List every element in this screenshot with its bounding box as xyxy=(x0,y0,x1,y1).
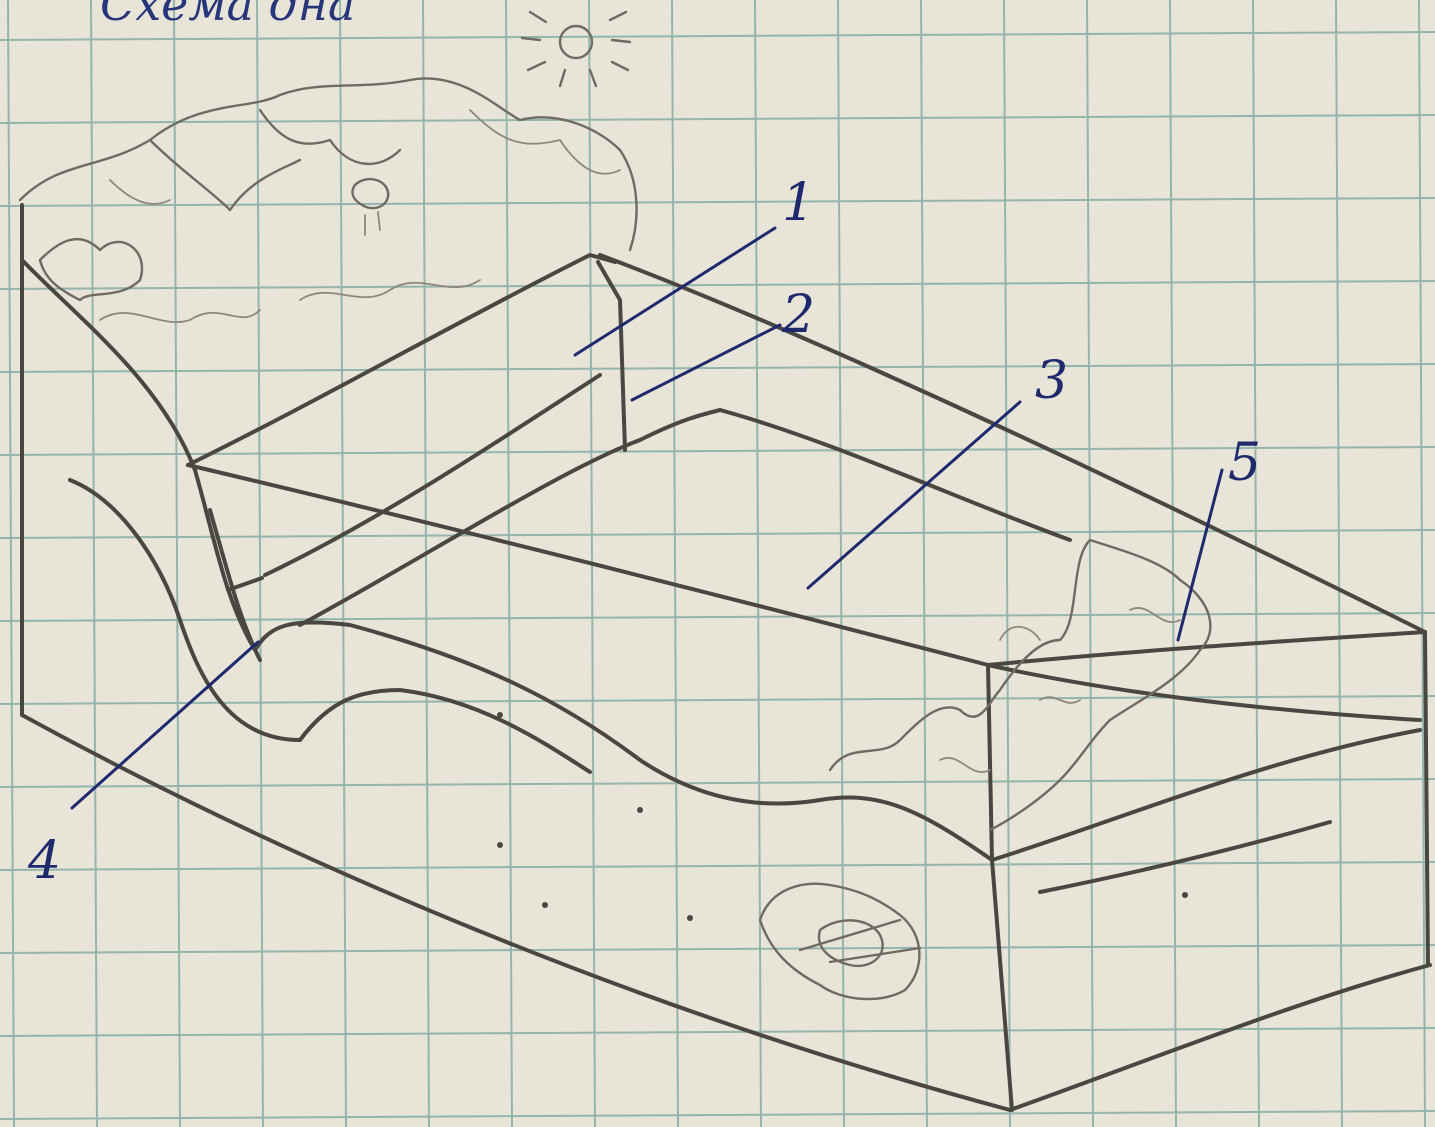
callout-leader-4 xyxy=(72,642,258,808)
callout-label-3: 3 xyxy=(1035,351,1068,411)
grid-line-vertical xyxy=(1004,0,1010,1127)
grid-line-horizontal xyxy=(0,945,1435,953)
grid-line-horizontal xyxy=(0,198,1435,206)
grid-line-vertical xyxy=(174,0,180,1127)
grid-line-horizontal xyxy=(0,613,1435,621)
callout-label-5: 5 xyxy=(1228,433,1261,493)
grid-line-horizontal xyxy=(0,1111,1435,1119)
grid-line-vertical xyxy=(755,0,761,1127)
grid-line-vertical xyxy=(1170,0,1176,1127)
block-diagram-outline xyxy=(22,205,1430,1110)
callout-label-4: 4 xyxy=(27,831,61,891)
handwritten-title: Схема дна xyxy=(100,0,355,31)
grid-line-horizontal xyxy=(0,115,1435,123)
callout-leader-1 xyxy=(575,228,775,355)
grid-line-vertical xyxy=(1419,0,1425,1127)
callout-label-2: 2 xyxy=(781,285,815,345)
grid-line-vertical xyxy=(1253,0,1259,1127)
grid-line-vertical xyxy=(506,0,512,1127)
callout-leaders xyxy=(72,228,1222,808)
callout-label-1: 1 xyxy=(782,173,815,233)
seabed-rock-sketch xyxy=(760,884,920,999)
grid-line-vertical xyxy=(672,0,678,1127)
grid-line-vertical xyxy=(8,0,14,1127)
grid-line-vertical xyxy=(921,0,927,1127)
grid-line-horizontal xyxy=(0,32,1435,40)
grid-line-horizontal xyxy=(0,364,1435,372)
sun-icon xyxy=(522,12,630,86)
grid-line-vertical xyxy=(1336,0,1342,1127)
grid-line-vertical xyxy=(91,0,97,1127)
grid-line-vertical xyxy=(340,0,346,1127)
grid-line-vertical xyxy=(1087,0,1093,1127)
grid-line-vertical xyxy=(257,0,263,1127)
grid-line-horizontal xyxy=(0,281,1435,289)
grid-line-vertical xyxy=(423,0,429,1127)
grid-line-vertical xyxy=(838,0,844,1127)
underwater-ridge-sketch xyxy=(830,540,1210,830)
grid-line-horizontal xyxy=(0,862,1435,870)
